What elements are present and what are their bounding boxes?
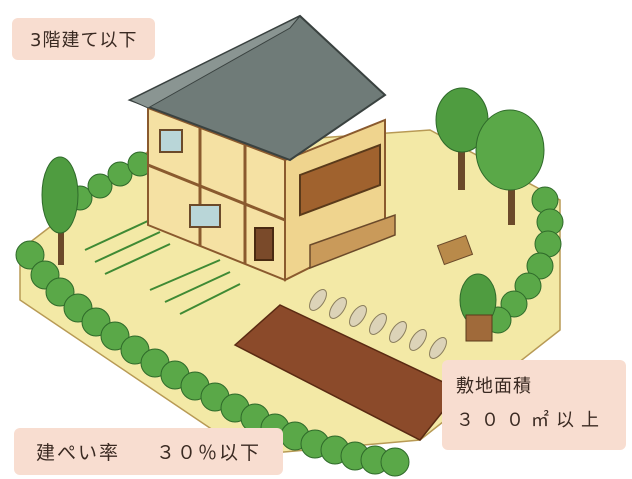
floors-label: 3階建て以下 bbox=[12, 18, 156, 60]
vegetable-garden bbox=[84, 219, 241, 315]
coverage-title: 建ぺい率 bbox=[36, 442, 121, 464]
hedge-left bbox=[15, 240, 410, 477]
coverage-value: ３０％以下 bbox=[156, 442, 262, 464]
site-area-value: ３００㎡以上 bbox=[456, 410, 606, 431]
site-area-label: 敷地面積 ３００㎡以上 bbox=[442, 360, 626, 450]
floors-text: 3階建て以下 bbox=[30, 30, 138, 51]
garden-bench bbox=[436, 234, 474, 266]
house bbox=[127, 14, 396, 282]
coverage-label: 建ぺい率 ３０％以下 bbox=[14, 428, 284, 475]
shrub-right bbox=[459, 273, 497, 342]
tree-left bbox=[41, 156, 79, 265]
tree-right-2 bbox=[475, 109, 545, 225]
stepping-stones bbox=[309, 289, 447, 359]
site-area-title: 敷地面積 bbox=[456, 376, 532, 397]
